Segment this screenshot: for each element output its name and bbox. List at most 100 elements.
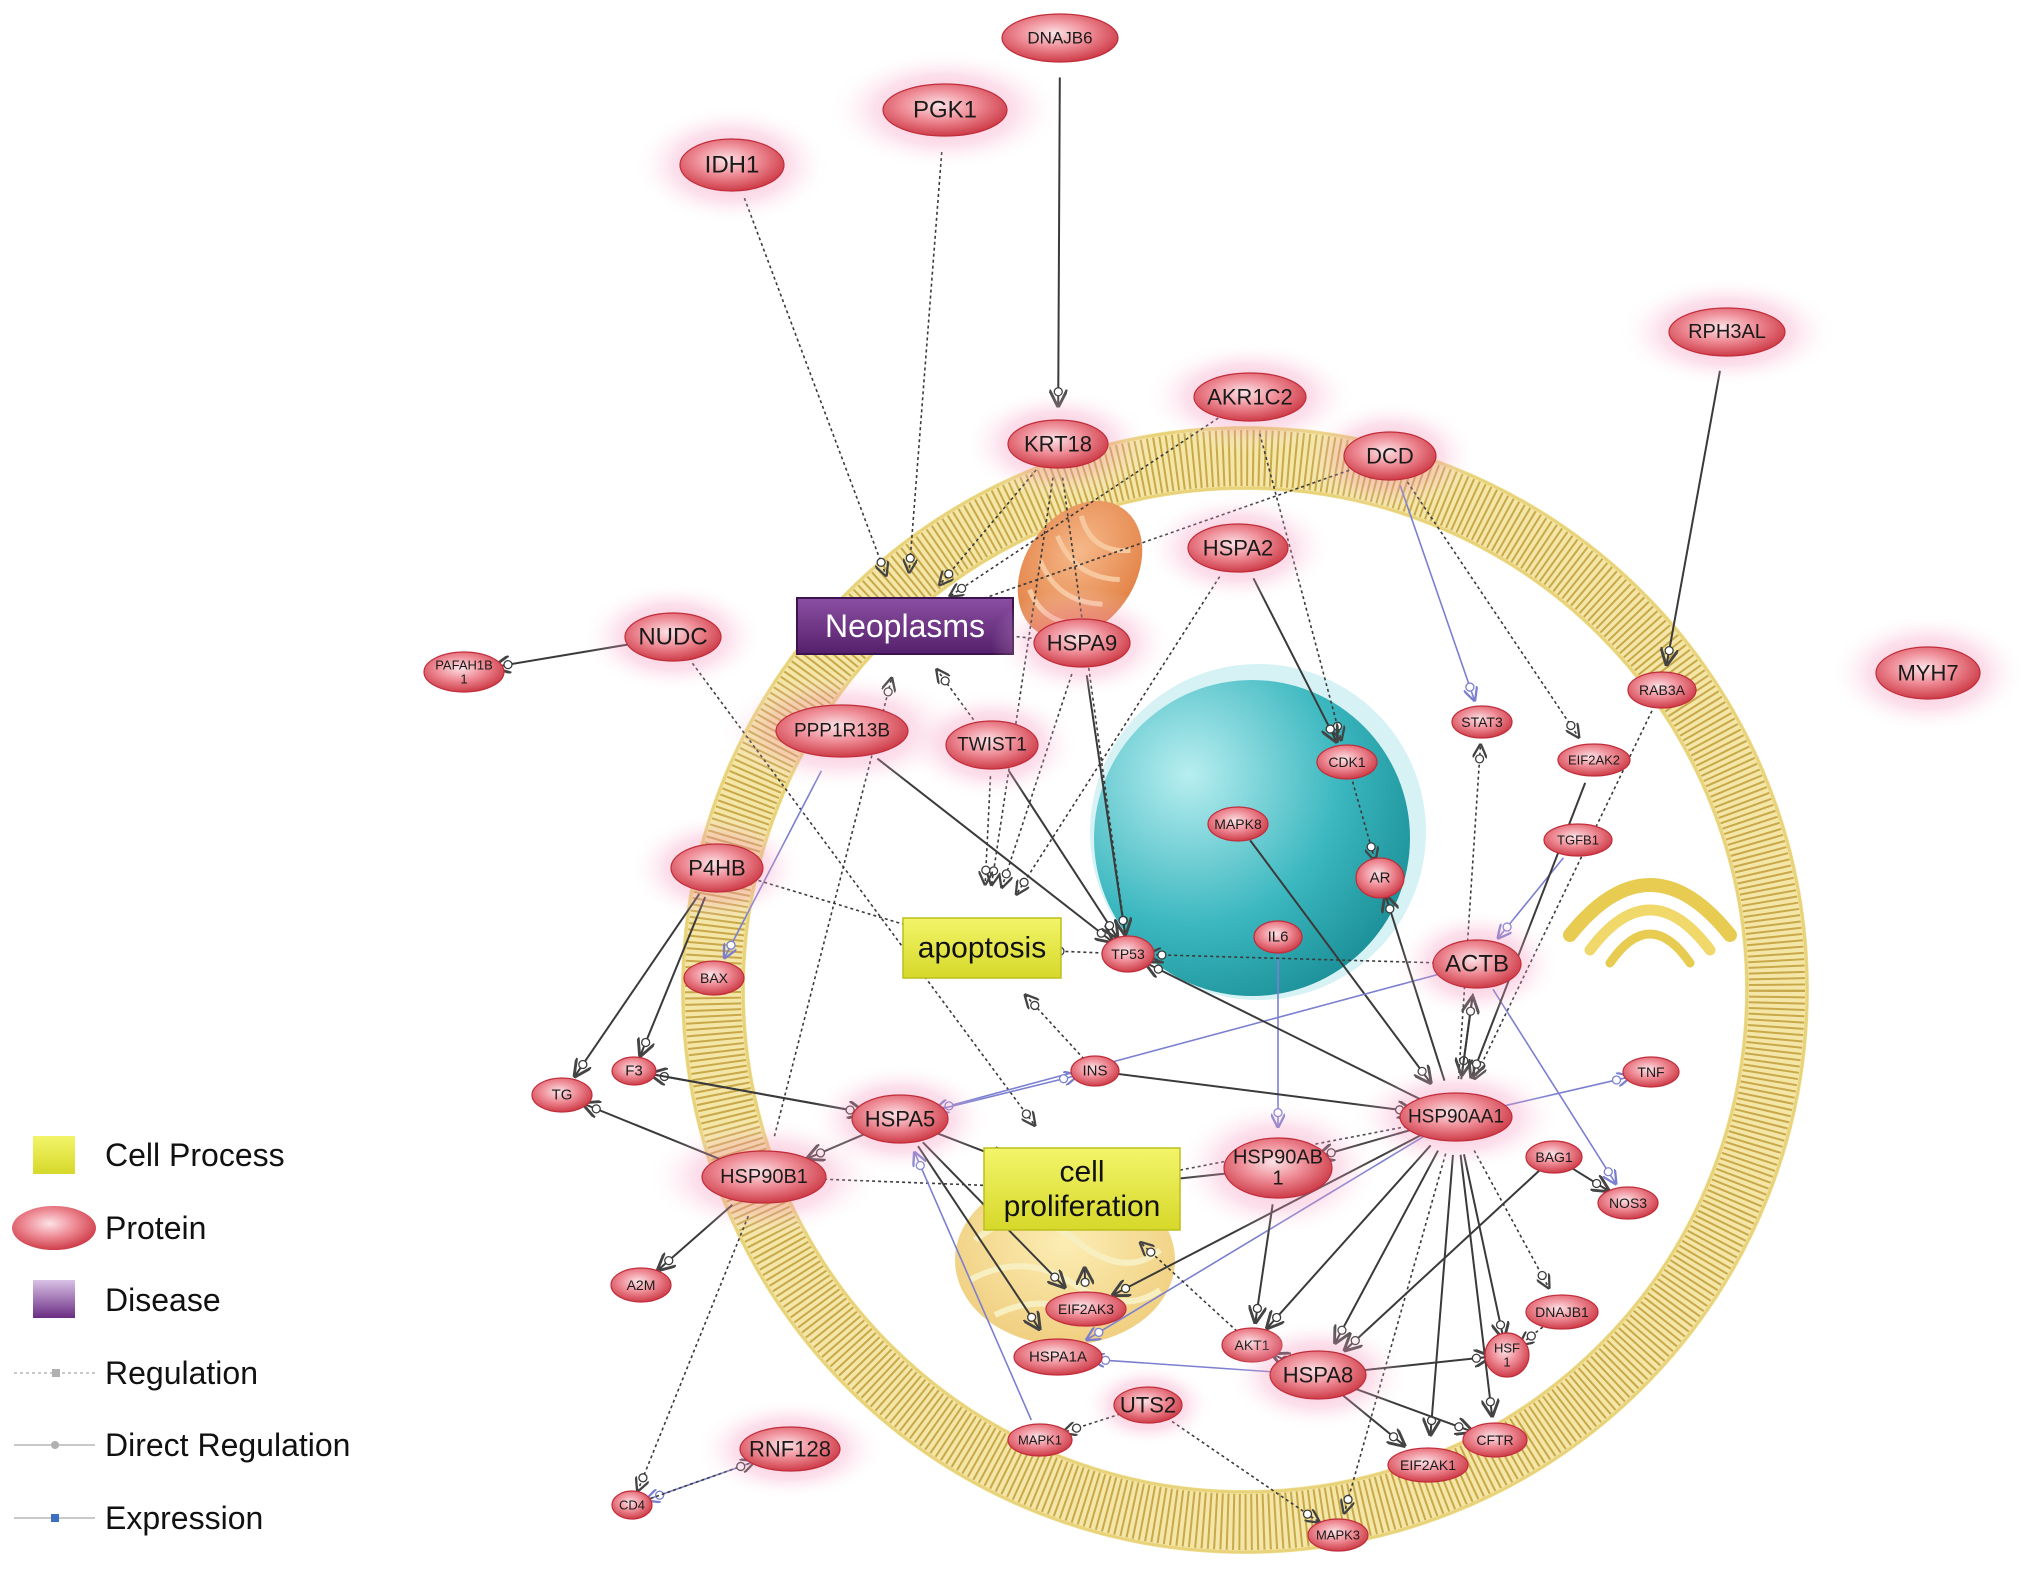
cell-process-node-apoptosis[interactable]: apoptosis — [902, 917, 1062, 979]
protein-label: HSPA8 — [1283, 1363, 1354, 1388]
cell-process-box — [902, 917, 1062, 979]
edge-connector-hsp90b1-tg — [591, 1104, 601, 1114]
protein-ellipse — [611, 1490, 653, 1520]
protein-node-cftr[interactable]: CFTR — [1462, 1422, 1528, 1458]
protein-node-hspa1a[interactable]: HSPA1A — [1013, 1338, 1103, 1376]
protein-node-tgfb1[interactable]: TGFB1 — [1543, 823, 1613, 857]
edge-connector-akr1c2-neoplasms — [957, 583, 967, 594]
protein-node-tg[interactable]: TG — [531, 1077, 593, 1113]
protein-node-mapk3[interactable]: MAPK3 — [1307, 1518, 1369, 1552]
protein-node-idh1[interactable]: IDH1 — [633, 105, 831, 225]
protein-node-f3[interactable]: F3 — [611, 1056, 657, 1086]
protein-node-actb[interactable]: ACTB — [1393, 908, 1561, 1020]
edge-connector-actb-nos3 — [1603, 1167, 1613, 1177]
edge-connector-p4hb-f3 — [641, 1037, 651, 1048]
protein-label: CFTR — [1476, 1432, 1513, 1448]
protein-node-a2m[interactable]: A2M — [610, 1267, 672, 1303]
edge-connector-bag1-nos3 — [1591, 1178, 1602, 1189]
nodes-layer: NeoplasmsapoptosiscellproliferationDNAJB… — [423, 13, 2023, 1552]
protein-node-twist1[interactable]: TWIST1 — [904, 689, 1080, 801]
protein-node-krt18[interactable]: KRT18 — [963, 388, 1153, 500]
protein-node-eif2ak3[interactable]: EIF2AK3 — [1045, 1291, 1127, 1327]
protein-label: PAFAH1B — [435, 658, 493, 673]
protein-label: NUDC — [638, 624, 707, 651]
protein-node-hsp90aa1[interactable]: HSP90AA1 — [1349, 1061, 1563, 1173]
edge-hsp90aa1-to-eif2ak1 — [1430, 1154, 1454, 1435]
protein-node-hspa8[interactable]: HSPA8 — [1226, 1319, 1410, 1431]
protein-node-p4hb[interactable]: P4HB — [629, 812, 805, 924]
protein-ellipse — [1462, 1422, 1528, 1458]
protein-node-bax[interactable]: BAX — [683, 960, 745, 996]
protein-node-dnajb1[interactable]: DNAJB1 — [1525, 1294, 1599, 1330]
edge-twist1-to-tp53 — [1008, 770, 1117, 937]
legend-protein-swatch — [12, 1206, 96, 1250]
protein-ellipse — [1875, 646, 1981, 700]
protein-label: RAB3A — [1639, 682, 1686, 698]
protein-node-hspa2[interactable]: HSPA2 — [1143, 492, 1333, 604]
protein-ellipse — [683, 960, 745, 996]
edge-connector-hsp90aa1-hsf1 — [1495, 1320, 1506, 1330]
protein-node-stat3[interactable]: STAT3 — [1451, 705, 1513, 739]
protein-ellipse — [1343, 431, 1437, 481]
protein-node-eif2ak1[interactable]: EIF2AK1 — [1387, 1447, 1469, 1483]
protein-label: EIF2AK1 — [1400, 1457, 1456, 1473]
protein-label: CDK1 — [1328, 754, 1366, 770]
edge-hspa9-to-tp53 — [1085, 675, 1125, 934]
protein-ellipse — [1627, 671, 1697, 709]
edge-connector-hspa5-hspa1a — [1026, 1312, 1037, 1322]
protein-node-hspa9[interactable]: HSPA9 — [990, 587, 1174, 699]
edge-connector-akt1-cell_proliferation — [1146, 1247, 1156, 1257]
protein-node-cdk1[interactable]: CDK1 — [1316, 744, 1378, 780]
protein-node-ar[interactable]: AR — [1355, 857, 1405, 899]
protein-node-tnf[interactable]: TNF — [1622, 1056, 1680, 1088]
protein-node-mapk8[interactable]: MAPK8 — [1207, 806, 1269, 842]
protein-node-il6[interactable]: IL6 — [1253, 920, 1303, 954]
edge-hsp90aa1-to-hspa8 — [1335, 1150, 1439, 1343]
edge-connector-dcd-stat3 — [1465, 682, 1475, 692]
protein-node-rnf128[interactable]: RNF128 — [695, 1398, 885, 1500]
protein-node-pgk1[interactable]: PGK1 — [827, 50, 1063, 170]
protein-ellipse — [624, 612, 722, 662]
protein-node-rab3a[interactable]: RAB3A — [1627, 671, 1697, 709]
protein-node-dcd[interactable]: DCD — [1302, 400, 1478, 512]
edge-p4hb-to-tg — [575, 893, 701, 1076]
legend-expression-label: Expression — [105, 1500, 263, 1536]
protein-node-cd4[interactable]: CD4 — [611, 1490, 653, 1520]
protein-ellipse — [1432, 939, 1522, 989]
edge-connector-hspa8-hspa1a — [1100, 1355, 1111, 1365]
cell-process-label: apoptosis — [918, 932, 1046, 965]
protein-node-tp53[interactable]: TP53 — [1101, 935, 1155, 973]
protein-label: HSPA2 — [1203, 536, 1274, 561]
edge-connector-hspa2-cdk1 — [1325, 724, 1335, 734]
protein-node-mapk1[interactable]: MAPK1 — [1007, 1423, 1073, 1457]
protein-node-bag1[interactable]: BAG1 — [1525, 1140, 1583, 1174]
protein-node-akr1c2[interactable]: AKR1C2 — [1143, 341, 1357, 453]
protein-node-ppp1r13b[interactable]: PPP1R13B — [716, 671, 968, 791]
disease-node-neoplasms[interactable]: Neoplasms — [796, 597, 1014, 655]
protein-ellipse — [610, 1267, 672, 1303]
legend-regulation-marker — [52, 1369, 60, 1377]
protein-node-eif2ak2[interactable]: EIF2AK2 — [1557, 743, 1631, 777]
protein-node-rph3al[interactable]: RPH3AL — [1616, 276, 1838, 388]
protein-label: IL6 — [1268, 929, 1289, 946]
protein-node-nudc[interactable]: NUDC — [581, 581, 765, 693]
protein-ellipse — [1387, 1447, 1469, 1483]
protein-node-myh7[interactable]: MYH7 — [1829, 613, 2023, 733]
protein-node-hsp90b1[interactable]: HSP90B1 — [646, 1117, 882, 1237]
edge-connector-hspa8-cftr — [1454, 1422, 1464, 1432]
protein-ellipse — [1543, 823, 1613, 857]
protein-node-uts2[interactable]: UTS2 — [1083, 1363, 1213, 1447]
protein-node-nos3[interactable]: NOS3 — [1597, 1186, 1659, 1220]
edge-connector-hsp90aa1-cftr — [1485, 1397, 1496, 1407]
protein-node-ins[interactable]: INS — [1070, 1055, 1120, 1087]
protein-label: HSPA9 — [1047, 631, 1118, 656]
protein-ellipse — [611, 1056, 657, 1086]
protein-node-dnajb6[interactable]: DNAJB6 — [1001, 13, 1119, 63]
protein-ellipse — [1269, 1350, 1367, 1400]
edge-akt1-to-cell_proliferation — [1140, 1243, 1238, 1332]
